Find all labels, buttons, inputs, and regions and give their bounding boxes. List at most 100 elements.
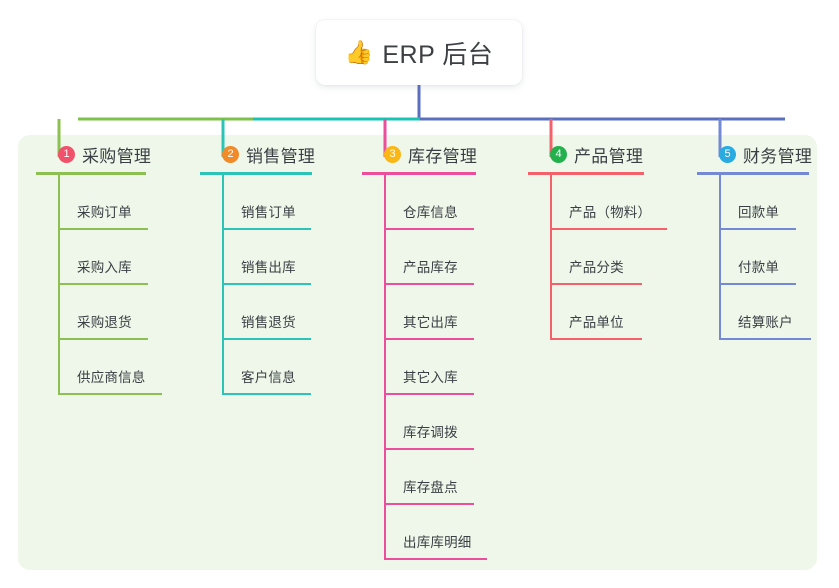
branch-spine — [58, 175, 60, 395]
branch-item[interactable]: 销售出库 — [222, 230, 355, 285]
root-title: ERP 后台 — [382, 40, 494, 69]
thumbs-up-icon: 👍 — [344, 39, 374, 65]
branch-number-badge: 5 — [719, 145, 736, 163]
root-node[interactable]: 👍 ERP 后台 — [316, 20, 522, 85]
branch-title: 财务管理 — [743, 146, 813, 166]
branch-item-label: 产品（物料） — [569, 205, 652, 220]
branch-item-rule — [719, 283, 796, 285]
branch-item-rule — [550, 228, 667, 230]
branch-number-badge: 3 — [384, 145, 401, 163]
branch-item[interactable]: 库存盘点 — [384, 450, 522, 505]
branch-item-label: 销售订单 — [241, 205, 296, 220]
branch-item-label: 仓库信息 — [403, 205, 458, 220]
branch-item[interactable]: 产品单位 — [550, 285, 693, 340]
branch-item-label: 产品单位 — [569, 315, 624, 330]
branch-item-rule — [222, 393, 311, 395]
branch-column-4: 4 产品管理产品（物料） 产品分类产品单位 — [528, 140, 693, 340]
branch-item-rule — [222, 228, 311, 230]
branch-item-label: 销售出库 — [241, 260, 296, 275]
branch-item-rule — [550, 338, 642, 340]
branch-item-rule — [384, 393, 474, 395]
branch-item-label: 其它出库 — [403, 315, 458, 330]
branches-panel — [18, 135, 817, 570]
branch-item-rule — [550, 283, 642, 285]
branch-item-label: 客户信息 — [241, 370, 296, 385]
branch-item[interactable]: 结算账户 — [719, 285, 839, 340]
branch-spine — [384, 175, 386, 560]
branch-header-rule — [36, 172, 146, 175]
branch-item-list: 仓库信息产品库存其它出库其它入库库存调拨库存盘点出库库明细 — [362, 175, 522, 560]
branch-item[interactable]: 仓库信息 — [384, 175, 522, 230]
branch-item[interactable]: 回款单 — [719, 175, 839, 230]
branch-item-rule — [58, 393, 162, 395]
branch-title: 产品管理 — [574, 146, 644, 166]
branch-item[interactable]: 销售退货 — [222, 285, 355, 340]
branch-item-label: 库存盘点 — [403, 480, 458, 495]
branch-title: 销售管理 — [246, 146, 316, 166]
branch-item[interactable]: 采购入库 — [58, 230, 191, 285]
branch-header-4[interactable]: 4 产品管理 — [528, 140, 693, 168]
branch-spine — [222, 175, 224, 395]
branch-item[interactable]: 采购订单 — [58, 175, 191, 230]
branch-item[interactable]: 销售订单 — [222, 175, 355, 230]
branch-spine — [550, 175, 552, 340]
branch-item[interactable]: 其它出库 — [384, 285, 522, 340]
branch-header-5[interactable]: 5 财务管理 — [697, 140, 839, 168]
branch-item[interactable]: 供应商信息 — [58, 340, 191, 395]
branch-item-label: 产品库存 — [403, 260, 458, 275]
branch-number-badge: 4 — [550, 145, 567, 163]
branch-column-5: 5 财务管理回款单付款单结算账户 — [697, 140, 839, 340]
branch-item-label: 结算账户 — [738, 315, 793, 330]
branch-item-rule — [384, 228, 474, 230]
branch-header-rule — [362, 172, 476, 175]
branch-item-rule — [384, 283, 474, 285]
branch-item[interactable]: 其它入库 — [384, 340, 522, 395]
branch-item-label: 采购订单 — [77, 205, 132, 220]
branch-item[interactable]: 付款单 — [719, 230, 839, 285]
branch-item-label: 回款单 — [738, 205, 780, 220]
branch-header-rule — [697, 172, 809, 175]
branch-item-rule — [222, 283, 311, 285]
branch-header-rule — [528, 172, 644, 175]
branch-item-list: 回款单付款单结算账户 — [697, 175, 839, 340]
branch-item-list: 销售订单销售出库销售退货客户信息 — [200, 175, 355, 395]
branch-item-label: 库存调拨 — [403, 425, 458, 440]
branch-item-rule — [719, 228, 796, 230]
branch-column-2: 2 销售管理销售订单销售出库销售退货客户信息 — [200, 140, 355, 395]
branch-item-rule — [384, 448, 474, 450]
branch-column-3: 3 库存管理仓库信息产品库存其它出库其它入库库存调拨库存盘点出库库明细 — [362, 140, 522, 560]
branch-item-rule — [719, 338, 811, 340]
branch-number-badge: 2 — [222, 145, 239, 163]
branch-title: 库存管理 — [408, 146, 478, 166]
branch-item-label: 销售退货 — [241, 315, 296, 330]
branch-item-label: 产品分类 — [569, 260, 624, 275]
branch-item-label: 供应商信息 — [77, 370, 146, 385]
branch-item[interactable]: 出库库明细 — [384, 505, 522, 560]
branch-item[interactable]: 库存调拨 — [384, 395, 522, 450]
branch-item-rule — [58, 338, 148, 340]
branch-item-label: 其它入库 — [403, 370, 458, 385]
branch-item[interactable]: 客户信息 — [222, 340, 355, 395]
branch-item[interactable]: 采购退货 — [58, 285, 191, 340]
branch-item-rule — [58, 228, 148, 230]
branch-item[interactable]: 产品库存 — [384, 230, 522, 285]
branch-item-label: 采购入库 — [77, 260, 132, 275]
branch-header-2[interactable]: 2 销售管理 — [200, 140, 355, 168]
branch-header-3[interactable]: 3 库存管理 — [362, 140, 522, 168]
branch-item-list: 产品（物料） 产品分类产品单位 — [528, 175, 693, 340]
branch-item[interactable]: 产品分类 — [550, 230, 693, 285]
branch-item-rule — [384, 338, 474, 340]
branch-item-rule — [384, 558, 487, 560]
branch-title: 采购管理 — [82, 146, 152, 166]
branch-item-rule — [222, 338, 311, 340]
branch-item-rule — [58, 283, 148, 285]
branch-item-label: 采购退货 — [77, 315, 132, 330]
branch-item[interactable]: 产品（物料） — [550, 175, 693, 230]
branch-item-rule — [384, 503, 474, 505]
branch-item-label: 付款单 — [738, 260, 780, 275]
branch-item-label: 出库库明细 — [403, 535, 472, 550]
branch-header-rule — [200, 172, 312, 175]
